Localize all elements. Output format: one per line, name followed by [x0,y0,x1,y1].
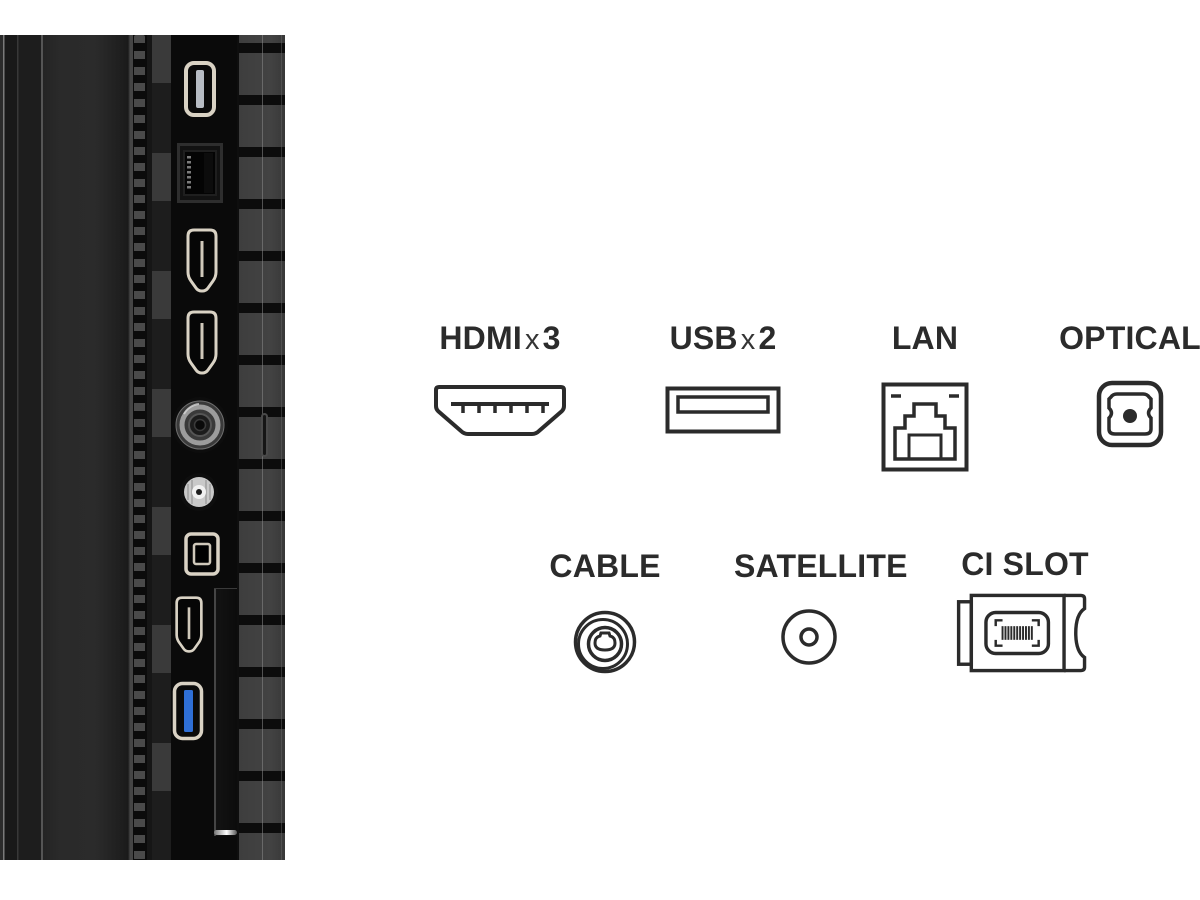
satellite-label-text: SATELLITE [734,548,908,584]
optical-label-text: OPTICAL [1059,320,1200,356]
panel-reflection-strip [152,35,171,860]
panel-sheen-line [281,35,282,860]
ci-slot-icon [956,593,1087,673]
ci-slot-groove-highlight [214,830,237,835]
optical-port-photo-icon [184,532,220,576]
ci-slot-label: CI SLOT [945,546,1105,582]
satellite-label: SATELLITE [734,548,907,584]
legend-item-satellite: SATELLITE [734,548,907,666]
hdmi-count-text: 3 [542,320,561,356]
optical-port-icon [1096,380,1164,448]
legend-item-lan: LAN [850,320,1000,472]
hdmi-port-photo-icon [175,596,203,653]
legend-item-ci-slot: CI SLOT [945,546,1105,674]
hdmi-label-text: HDMI [439,320,522,356]
satellite-connector-icon [781,609,837,665]
hdmi-port-photo-icon [186,310,218,375]
tv-side-panel-photo [0,35,285,860]
hdmi-times-text: x [524,324,540,356]
control-button [261,413,268,457]
lan-label: LAN [850,320,1000,356]
satellite-connector-photo-icon [180,473,218,511]
hdmi-port-photo-icon [186,228,218,293]
optical-label: OPTICAL [1055,320,1200,356]
ci-slot-groove [214,588,237,836]
usb-port-photo-icon [184,61,216,117]
cable-label: CABLE [530,548,680,584]
cable-connector-icon [573,610,637,674]
usb-count-text: 2 [758,320,777,356]
lan-port-photo-icon [177,143,223,203]
hdmi-port-icon [434,385,566,436]
legend-item-cable: CABLE [530,548,680,678]
usb-port-icon [665,386,781,434]
usb-label-text: USB [669,320,738,356]
cable-label-text: CABLE [549,548,661,584]
usb3-port-photo-icon [172,681,204,741]
lan-label-text: LAN [891,320,959,356]
legend-item-optical: OPTICAL [1055,320,1200,448]
usb-times-text: x [740,324,756,356]
lan-port-icon [881,382,969,472]
cable-connector-photo-icon [172,397,228,453]
vent-holes-strip [134,35,145,860]
ci-slot-label-text: CI SLOT [961,546,1089,582]
